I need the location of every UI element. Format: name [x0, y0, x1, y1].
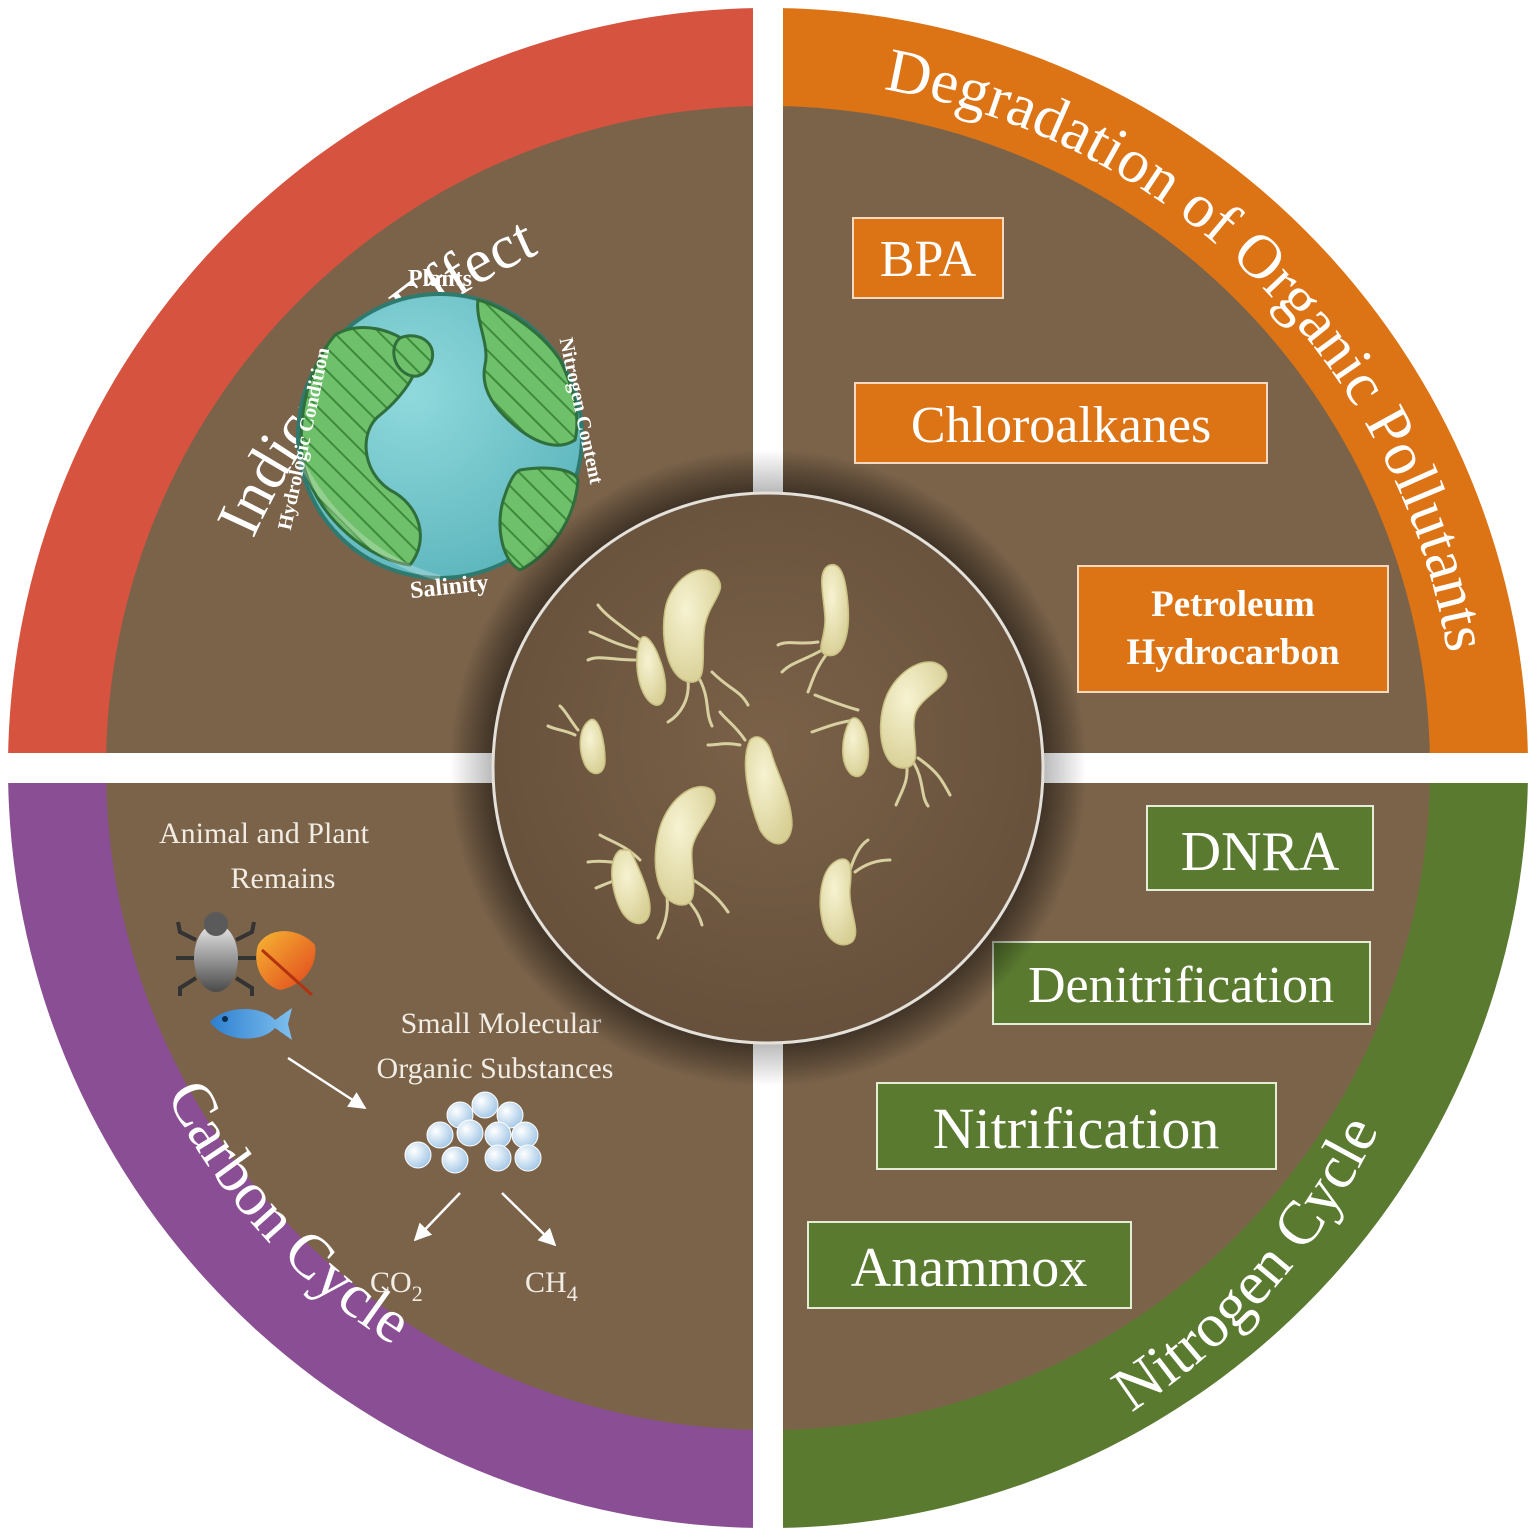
nitrogen-box-denitrification: Denitrification — [992, 941, 1371, 1025]
beetle-icon — [176, 912, 256, 996]
pollutant-box-bpa: BPA — [852, 217, 1004, 299]
globe-icon — [296, 292, 584, 581]
pollutant-box-chloroalkanes: Chloroalkanes — [854, 382, 1268, 464]
globe-label-plants: Plants — [408, 266, 472, 292]
molecules-label-line2: Organic Substances — [377, 1052, 614, 1085]
pollutant-label-bpa: BPA — [880, 231, 977, 288]
pollutant-label-chloroalkanes: Chloroalkanes — [911, 397, 1211, 454]
nitrogen-label-anammox: Anammox — [851, 1237, 1087, 1299]
arrow-to-co2 — [413, 1192, 461, 1242]
bacteria-group — [546, 564, 952, 946]
remains-label-line2: Remains — [231, 862, 336, 895]
remains-label-line1: Animal and Plant — [159, 817, 370, 850]
product-ch4: CH4 — [525, 1266, 578, 1306]
pollutant-box-petroleum-hydrocarbon: Petroleum Hydrocarbon — [1077, 565, 1389, 693]
pollutant-label-petroleum: Petroleum — [1151, 584, 1315, 625]
product-co2: CO2 — [370, 1266, 423, 1306]
leaf-icon — [256, 931, 316, 997]
nitrogen-label-dnra: DNRA — [1181, 821, 1340, 883]
nitrogen-label-nitrification: Nitrification — [933, 1096, 1220, 1161]
nitrogen-box-anammox: Anammox — [807, 1221, 1132, 1309]
nitrogen-box-nitrification: Nitrification — [876, 1082, 1277, 1170]
arrow-remains-to-molecules — [287, 1056, 367, 1110]
fish-icon — [210, 1008, 292, 1040]
nitrogen-box-dnra: DNRA — [1146, 805, 1374, 891]
pollutant-label-hydrocarbon: Hydrocarbon — [1126, 632, 1340, 673]
molecule-cluster-icon — [404, 1091, 542, 1174]
nitrogen-label-denitrification: Denitrification — [1028, 957, 1334, 1014]
arrow-to-ch4 — [501, 1192, 557, 1247]
